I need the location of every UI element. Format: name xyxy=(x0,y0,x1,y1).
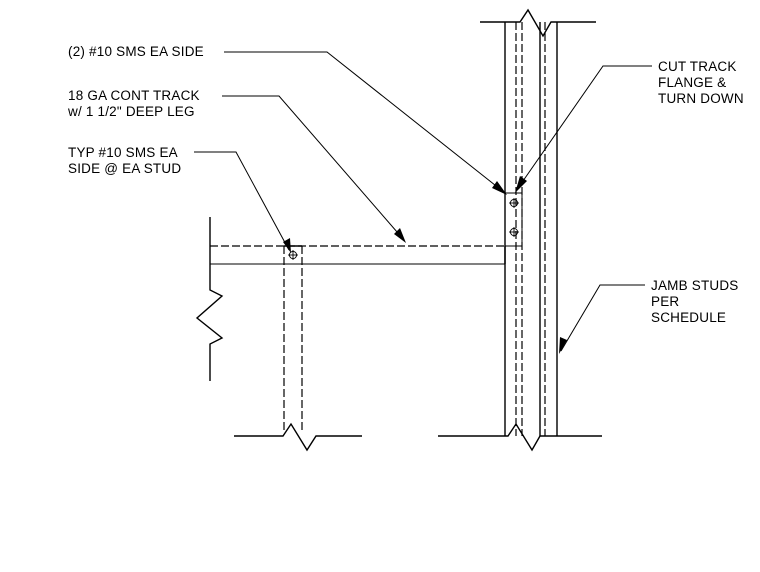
leader-sms-ea-side xyxy=(224,51,506,194)
leader-typ-sms xyxy=(194,151,290,251)
label-sms-ea-side: (2) #10 SMS EA SIDE xyxy=(68,44,204,59)
turn-down-flange xyxy=(504,192,523,247)
label-cut-line-1: CUT TRACK xyxy=(658,59,737,74)
leader-jamb-studs xyxy=(560,284,645,352)
label-track-line-1: 18 GA CONT TRACK xyxy=(68,88,200,103)
bottom-break-line-left xyxy=(234,422,362,452)
top-break-line xyxy=(480,8,596,38)
label-jamb-line-3: SCHEDULE xyxy=(651,310,727,325)
label-jamb-line-1: JAMB STUDS xyxy=(651,278,739,293)
screw-symbol-upper xyxy=(509,198,519,208)
label-track-line-2: w/ 1 1/2" DEEP LEG xyxy=(68,104,195,119)
arrow-sms-ea-side xyxy=(492,181,507,195)
leader-track xyxy=(222,95,405,241)
bottom-break-line-right xyxy=(438,422,602,452)
label-cut-line-2: FLANGE & xyxy=(658,75,727,90)
label-typ-line-2: SIDE @ EA STUD xyxy=(68,161,182,176)
label-cut-line-3: TURN DOWN xyxy=(658,91,744,106)
leader-cut-track xyxy=(515,65,652,192)
arrow-track xyxy=(394,228,406,243)
arrow-typ-sms xyxy=(283,238,291,253)
left-wall-break-line xyxy=(195,217,224,381)
screw-symbol-lower xyxy=(509,227,519,237)
label-typ-line-1: TYP #10 SMS EA xyxy=(68,145,178,160)
screw-symbol-stud xyxy=(288,250,298,260)
label-jamb-line-2: PER xyxy=(651,294,680,309)
arrow-cut-track xyxy=(515,176,527,193)
arrow-jamb-studs xyxy=(559,337,567,354)
